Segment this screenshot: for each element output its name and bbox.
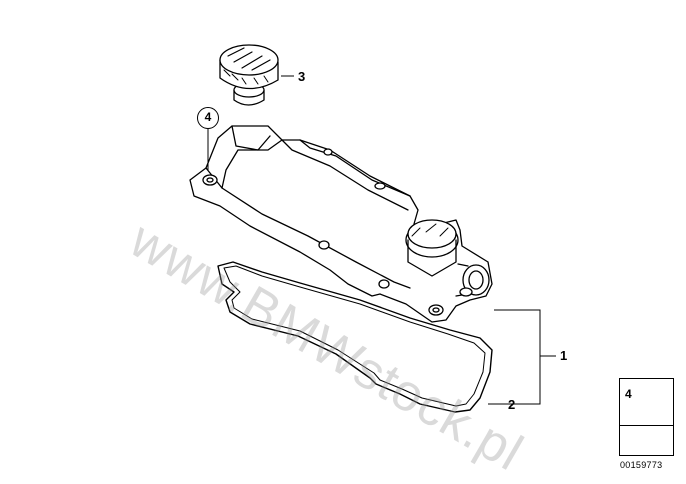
callout-part-2: 2 [508, 397, 516, 412]
legend-part-number: 4 [625, 387, 632, 401]
valve-cover-gasket [217, 261, 493, 413]
callout-part-4: 4 [197, 107, 219, 129]
document-number: 00159773 [620, 460, 663, 470]
callout-part-3: 3 [298, 69, 306, 84]
cylinder-head-cover [189, 125, 493, 323]
oil-filler-cap [219, 44, 279, 106]
legend-box: 4 [619, 378, 674, 456]
leader-lines [207, 75, 556, 405]
legend-divider [620, 425, 673, 426]
callout-part-1: 1 [560, 348, 568, 363]
